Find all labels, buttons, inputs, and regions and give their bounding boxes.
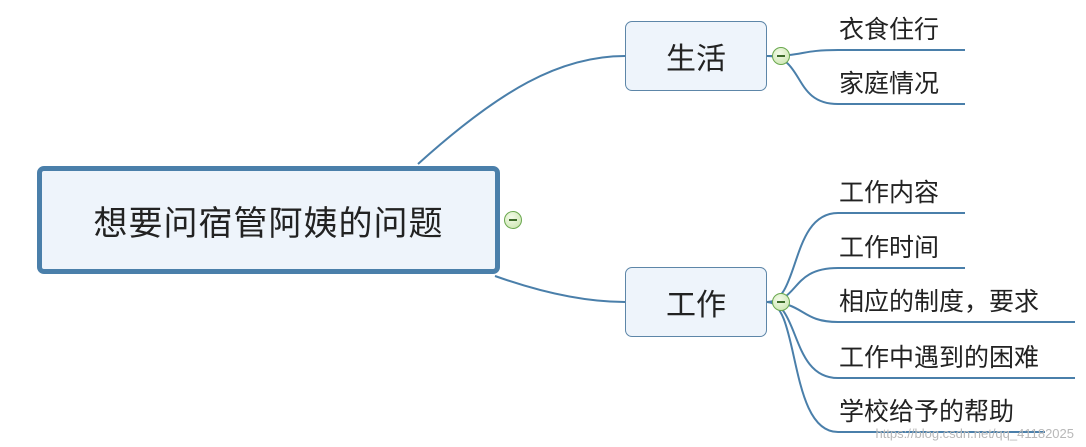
root-topic-label: 想要问宿管阿姨的问题: [93, 203, 444, 244]
leaf-life-2[interactable]: 家庭情况: [839, 69, 940, 98]
branch-work[interactable]: 工作: [625, 267, 767, 337]
leaf-work-3[interactable]: 相应的制度，要求: [839, 287, 1040, 316]
leaf-work-5[interactable]: 学校给予的帮助: [839, 397, 1015, 426]
root-topic[interactable]: 想要问宿管阿姨的问题: [37, 166, 500, 274]
branch-life-collapse-icon[interactable]: [772, 47, 790, 65]
link-root-life: [417, 55, 626, 165]
link-root-work: [494, 275, 626, 303]
leaf-work-1[interactable]: 工作内容: [839, 178, 940, 207]
leaf-life-1[interactable]: 衣食住行: [839, 15, 940, 44]
leaf-work-4[interactable]: 工作中遇到的困难: [839, 343, 1040, 372]
link-life-child-1: [766, 49, 965, 57]
branch-work-label: 工作: [666, 288, 726, 323]
branch-work-collapse-icon[interactable]: [772, 293, 790, 311]
root-collapse-icon[interactable]: [504, 211, 522, 229]
branch-life-label: 生活: [666, 42, 726, 77]
leaf-work-2[interactable]: 工作时间: [839, 233, 940, 262]
watermark-text: https://blog.csdn.net/qq_41182025: [875, 426, 1074, 441]
branch-life[interactable]: 生活: [625, 21, 767, 91]
